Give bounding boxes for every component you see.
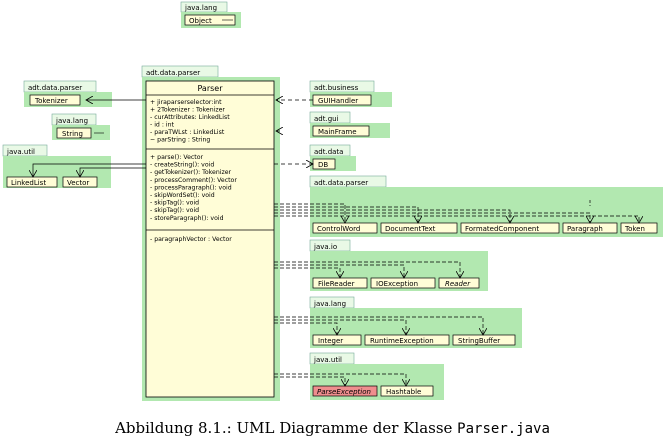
package-left-java-lang: java.lang String [51,113,110,140]
parser-method: - createString(): void [150,162,214,169]
caption-class-name: Parser.java [457,421,550,437]
class-parser-title: Parser [197,84,223,93]
caption-prefix: Abbildung 8.1.: UML Diagramme der Klasse [115,419,458,437]
class-string: String [62,130,83,138]
parser-method: + parse(): Vector [150,154,203,161]
package-left-parser: adt.data.parser Tokenizer [23,80,112,107]
package-label: java.util [313,356,342,364]
package-label: adt.data [314,148,343,156]
package-right-java-lang: java.lang Integer RuntimeException Strin… [309,296,522,348]
parser-attribute: ~ parString : String [150,137,210,144]
package-label: java.lang [55,117,88,125]
package-right-data: adt.data DB [309,144,356,171]
class-token: Token [624,225,645,233]
package-label: adt.data.parser [28,84,82,92]
parser-attribute: - paraTWLst : LinkedList [150,129,225,136]
package-right-gui: adt.gui MainFrame [309,111,390,138]
right-connectors [274,100,639,386]
class-mainframe: MainFrame [318,128,357,136]
figure-caption: Abbildung 8.1.: UML Diagramme der Klasse… [0,419,665,437]
parser-method: - skipTag(): void [150,207,199,214]
package-label: java.lang [313,300,346,308]
class-hashtable: Hashtable [386,388,421,396]
class-ioexception: IOException [376,280,418,288]
class-guihandler: GUIHandler [318,97,358,105]
package-right-parser: adt.data.parser ControlWord DocumentText… [309,175,663,237]
package-left-java-util: java.util LinkedList Vector [2,144,111,188]
package-label: adt.data.parser [146,69,200,77]
package-label: adt.gui [314,115,339,123]
class-filereader: FileReader [318,280,355,288]
class-linkedlist: LinkedList [11,179,46,187]
left-connectors [33,100,146,177]
parser-attribute: - id : int [150,122,175,129]
class-db: DB [318,161,328,169]
class-formatedcomponent: FormatedComponent [465,225,539,233]
parser-method: - processParagraph(): void [150,184,232,191]
class-documenttext: DocumentText [385,225,436,233]
parser-method: - skipTag(): void [150,200,199,207]
class-vector: Vector [67,179,89,187]
parser-attributes: + jiraparserselector:int+ 2Tokenizer : T… [150,99,230,144]
parser-method: - skipWordSet(): void [150,192,215,199]
parser-attribute: + 2Tokenizer : Tokenizer [150,107,225,114]
class-runtimeexception: RuntimeException [370,337,434,345]
class-paragraph: Paragraph [567,225,603,233]
parser-methods: + parse(): Vector- createString(): void-… [150,154,237,222]
class-tokenizer: Tokenizer [34,97,68,105]
parser-extra-field: - paragraphVector : Vector [150,236,232,243]
package-right-java-util: java.util ParseException Hashtable [309,352,444,400]
parser-extra: - paragraphVector : Vector [150,236,232,243]
package-label: java.io [313,243,337,251]
parser-attribute: - curAttributes: LinkedList [150,114,230,121]
class-reader: Reader [445,280,471,288]
parser-method: - storeParagraph(): void [150,215,224,222]
package-label: adt.data.parser [314,179,368,187]
parser-method: - getTokenizer(): Tokenizer [150,169,232,176]
parser-attribute: + jiraparserselector:int [150,99,222,106]
package-main: adt.data.parser Parser + jiraparserselec… [141,65,280,401]
class-object: Object [189,17,212,25]
package-java-lang-top: java.lang Object [180,1,241,28]
package-label: adt.business [314,84,359,92]
class-parseexception: ParseException [317,388,371,396]
package-right-business: adt.business GUIHandler [309,80,392,107]
package-right-java-io: java.io FileReader IOException Reader [309,239,488,291]
parser-method: - processComment(): Vector [150,177,237,184]
package-label: java.util [6,148,35,156]
class-integer: Integer [318,337,343,345]
class-controlword: ControlWord [317,225,360,233]
package-label: java.lang [184,4,217,12]
class-stringbuffer: StringBuffer [458,337,500,345]
